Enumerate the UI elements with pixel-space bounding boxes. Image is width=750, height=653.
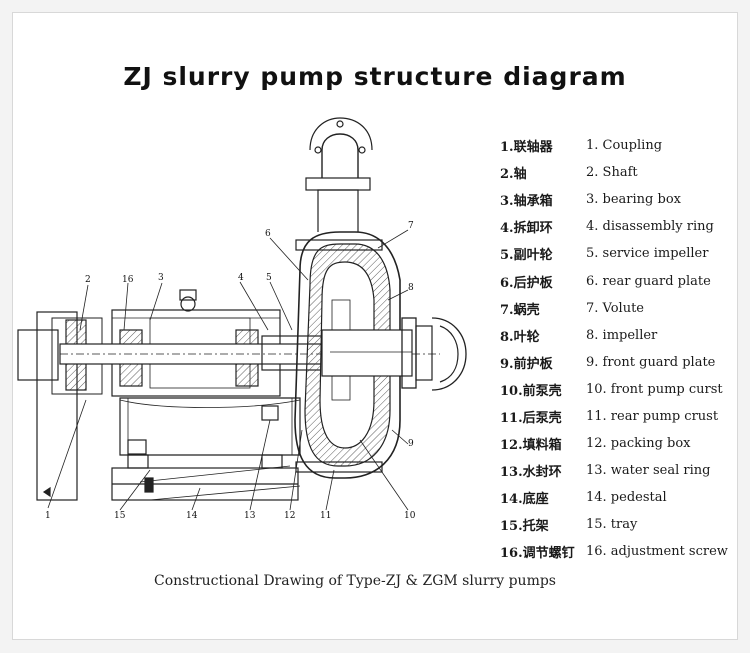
legend-row: 14.底座 14. pedestal: [500, 484, 732, 511]
legend-zh: 16.调节螺钉: [500, 546, 575, 562]
legend-row: 7.蜗壳 7. Volute: [500, 295, 732, 322]
legend-en: 3. bearing box: [586, 192, 681, 208]
legend-row: 10.前泵壳 10. front pump curst: [500, 376, 732, 403]
callout-4: 4: [238, 273, 244, 283]
legend-en: 1. Coupling: [586, 138, 663, 154]
legend-row: 15.托架 15. tray: [500, 511, 732, 538]
legend-zh: 11.后泵壳: [500, 410, 562, 426]
legend-en: 7. Volute: [586, 300, 645, 316]
legend-en: 9. front guard plate: [586, 354, 716, 370]
callout-3: 3: [158, 273, 164, 283]
legend-zh: 9.前护板: [500, 356, 553, 372]
legend-zh: 7.蜗壳: [500, 302, 540, 318]
legend-en: 6. rear guard plate: [586, 273, 711, 289]
callout-leaders: [47, 229, 409, 511]
legend-zh: 3.轴承箱: [500, 194, 553, 210]
legend-row: 11.后泵壳 11. rear pump crust: [500, 403, 732, 430]
legend-en: 8. impeller: [586, 327, 658, 343]
callout-8: 8: [408, 283, 414, 293]
parts-legend: 1.联轴器 1. Coupling 2.轴 2. Shaft 3.轴承箱 3. bea…: [500, 132, 732, 566]
legend-row: 9.前护板 9. front guard plate: [500, 349, 732, 376]
legend-zh: 1.联轴器: [500, 140, 553, 156]
legend-en: 16. adjustment screw: [586, 544, 728, 560]
legend-zh: 8.叶轮: [500, 329, 540, 345]
legend-zh: 15.托架: [500, 519, 549, 535]
legend-en: 14. pedestal: [586, 490, 667, 506]
outlet-pipe-drawing: [305, 117, 373, 232]
callout-9: 9: [408, 439, 414, 449]
legend-zh: 13.水封环: [500, 465, 562, 481]
callout-6: 6: [265, 229, 271, 239]
legend-row: 8.叶轮 8. impeller: [500, 322, 732, 349]
legend-row: 2.轴 2. Shaft: [500, 159, 732, 186]
callout-1: 1: [45, 511, 51, 521]
legend-row: 1.联轴器 1. Coupling: [500, 132, 732, 159]
legend-en: 15. tray: [586, 517, 638, 533]
pedestal-drawing: [111, 454, 301, 501]
legend-zh: 4.拆卸环: [500, 221, 553, 237]
pump-casing-drawing: [294, 231, 413, 479]
drawing-caption: Constructional Drawing of Type-ZJ & ZGM …: [153, 573, 556, 589]
legend-row: 3.轴承箱 3. bearing box: [500, 186, 732, 213]
legend-zh: 6.后护板: [500, 275, 553, 291]
callout-7: 7: [408, 221, 414, 231]
callout-2: 2: [85, 275, 91, 285]
legend-row: 6.后护板 6. rear guard plate: [500, 267, 732, 294]
legend-zh: 10.前泵壳: [500, 383, 562, 399]
inlet-flange-drawing: [401, 317, 467, 391]
coupling-drawing: [17, 311, 103, 501]
legend-zh: 5.副叶轮: [500, 248, 553, 264]
legend-row: 16.调节螺钉 16. adjustment screw: [500, 538, 732, 565]
callout-11: 11: [320, 511, 331, 521]
callout-13: 13: [244, 511, 256, 521]
legend-zh: 12.填料箱: [500, 438, 562, 454]
legend-zh: 2.轴: [500, 167, 527, 183]
bracket-drawing: [119, 397, 301, 456]
legend-row: 12.填料箱 12. packing box: [500, 430, 732, 457]
diagram-title: ZJ slurry pump structure diagram: [123, 62, 627, 91]
legend-en: 11. rear pump crust: [586, 408, 719, 424]
legend-en: 2. Shaft: [586, 165, 638, 181]
callout-10: 10: [404, 511, 416, 521]
callout-labels: 1 2 3 4 5 6 7 8 9 10 11 12 13 14 15 16: [45, 221, 416, 521]
legend-zh: 14.底座: [500, 492, 549, 508]
callout-16: 16: [122, 275, 134, 285]
legend-row: 4.拆卸环 4. disassembly ring: [500, 213, 732, 240]
callout-15: 15: [114, 511, 126, 521]
callout-14: 14: [186, 511, 198, 521]
legend-en: 13. water seal ring: [586, 463, 711, 479]
legend-en: 12. packing box: [586, 436, 691, 452]
bearing-box-drawing: [111, 289, 281, 397]
callout-12: 12: [284, 511, 295, 521]
legend-en: 5. service impeller: [586, 246, 709, 262]
legend-row: 5.副叶轮 5. service impeller: [500, 240, 732, 267]
legend-en: 10. front pump curst: [586, 381, 723, 397]
legend-en: 4. disassembly ring: [586, 219, 714, 235]
callout-5: 5: [266, 273, 272, 283]
legend-row: 13.水封环 13. water seal ring: [500, 457, 732, 484]
